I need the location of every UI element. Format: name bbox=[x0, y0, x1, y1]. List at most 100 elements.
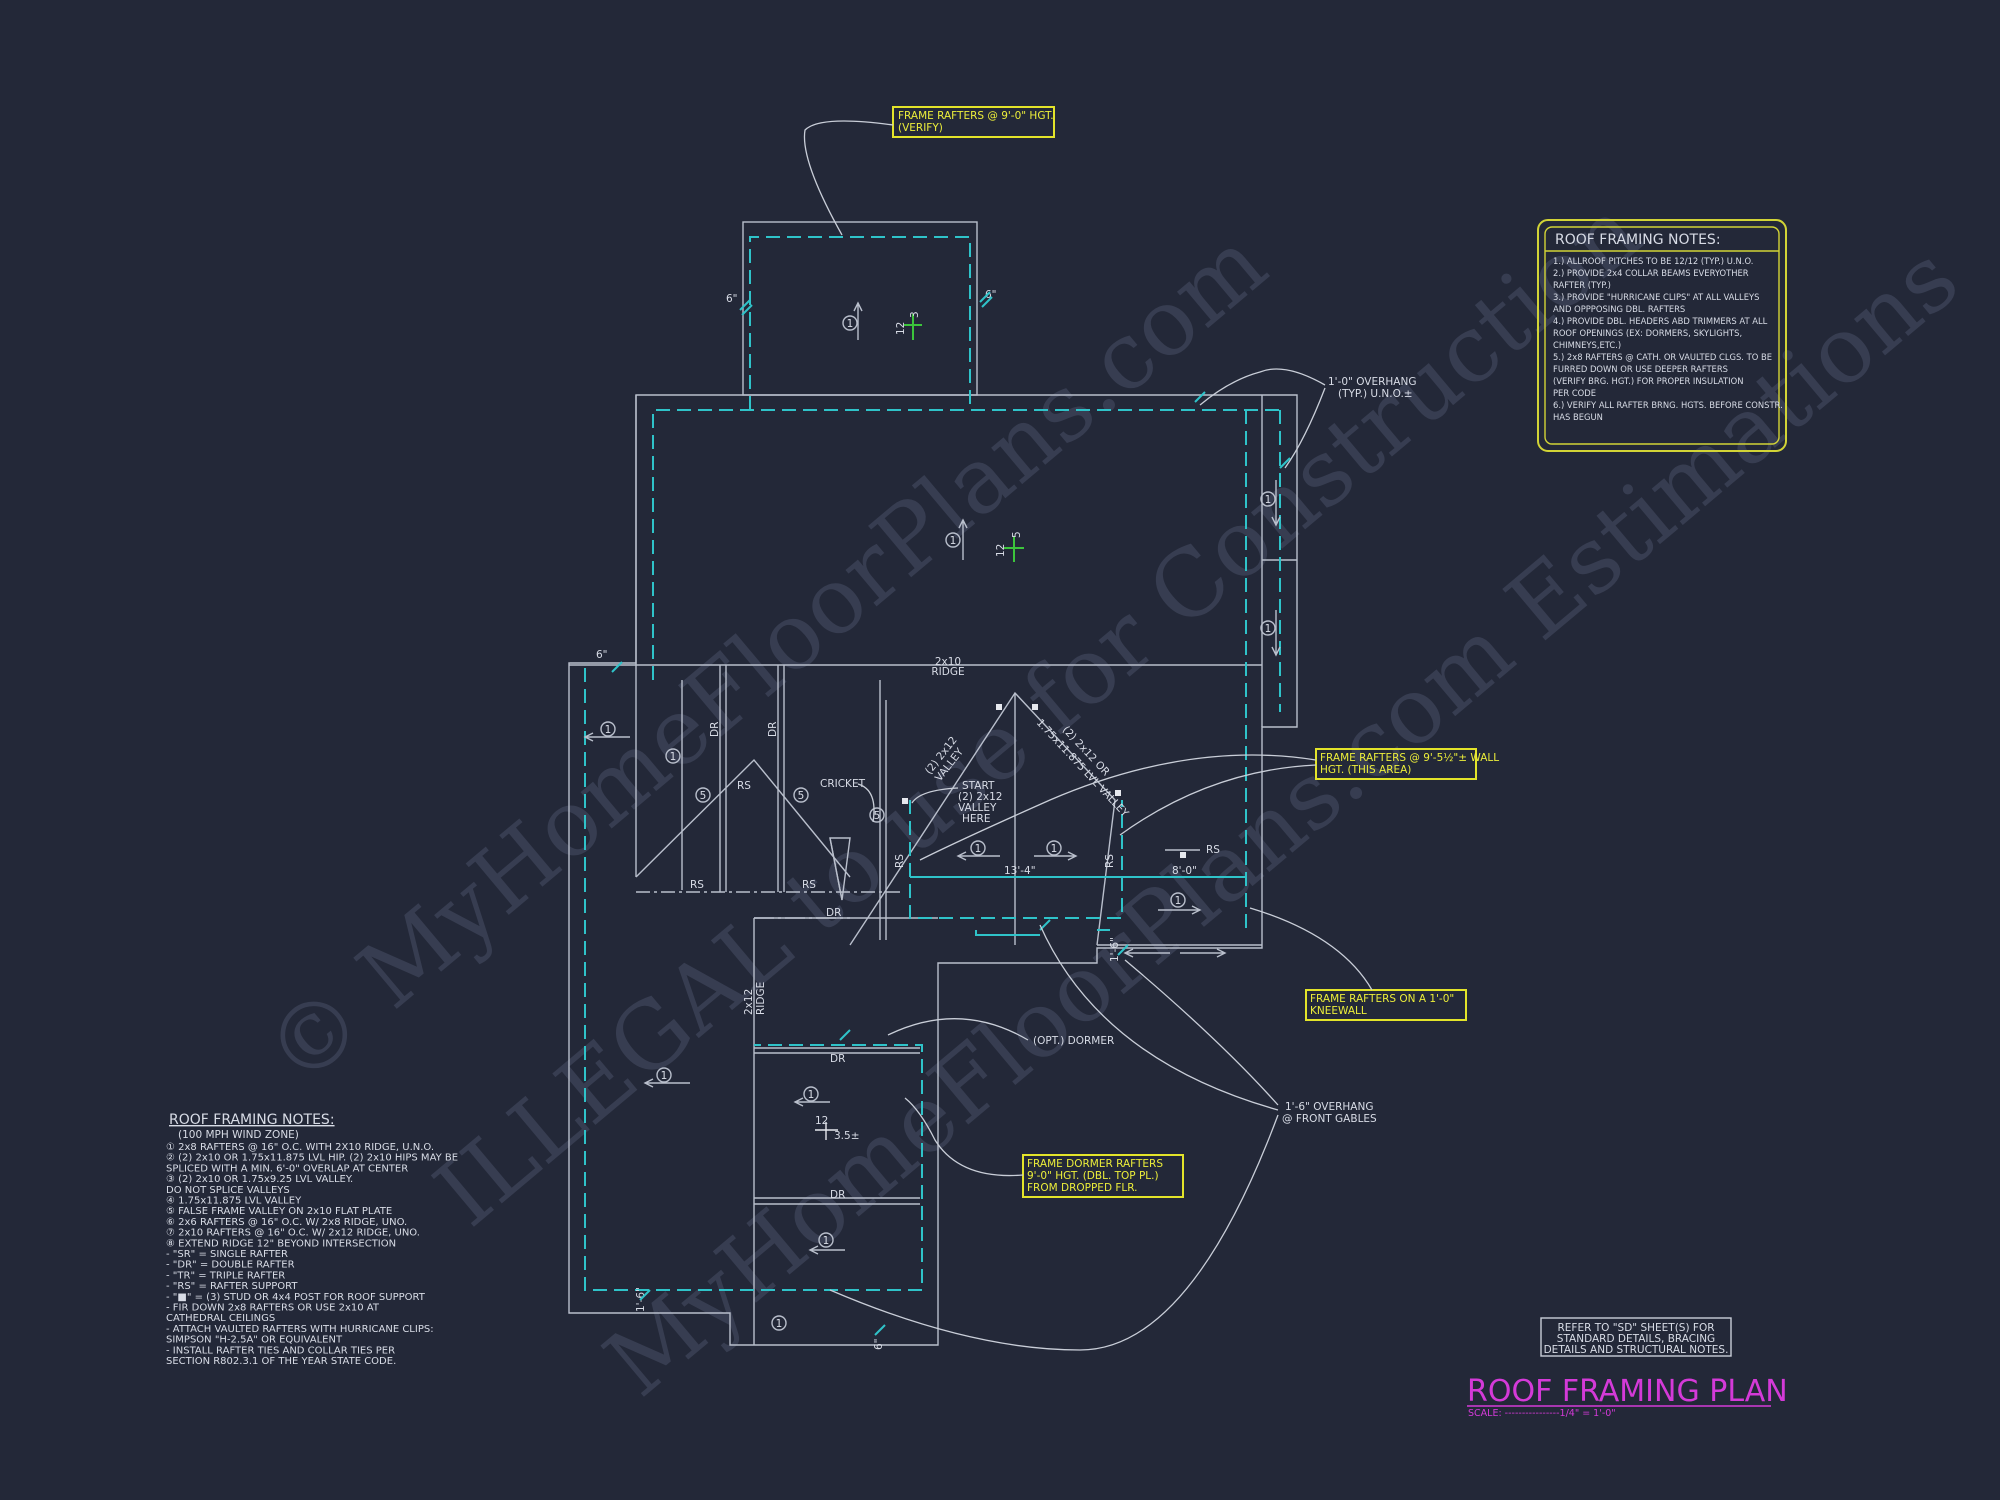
notes-right-lines: 1.) ALLROOF PITCHES TO BE 12/12 (TYP.) U… bbox=[1553, 256, 1783, 422]
overhang-typ-label: (TYP.) U.N.O.± bbox=[1338, 388, 1413, 400]
note-line: ⑤ FALSE FRAME VALLEY ON 2x10 FLAT PLATE bbox=[166, 1206, 392, 1217]
svg-text:1: 1 bbox=[1175, 895, 1182, 907]
tag-1: 1 bbox=[1260, 491, 1276, 507]
overhang-typ-leader bbox=[1284, 387, 1326, 469]
valley-hips bbox=[849, 691, 1116, 946]
note-line: 6.) VERIFY ALL RAFTER BRNG. HGTS. BEFORE… bbox=[1553, 400, 1783, 410]
note-line: - INSTALL RAFTER TIES AND COLLAR TIES PE… bbox=[166, 1345, 395, 1356]
dr-label: DR bbox=[826, 907, 841, 919]
note-line: 2.) PROVIDE 2x4 COLLAR BEAMS EVERYOTHER bbox=[1553, 268, 1749, 278]
notes-right-title: ROOF FRAMING NOTES: bbox=[1555, 232, 1721, 248]
svg-text:1: 1 bbox=[1051, 843, 1058, 855]
lower-ridge-label: RIDGE bbox=[755, 982, 767, 1015]
tag-5: 5 bbox=[695, 787, 711, 803]
sheet-scale-text: SCALE: ----------------1/4" = 1'-0" bbox=[1468, 1408, 1616, 1419]
cricket-hip bbox=[635, 758, 851, 878]
overhang-front-label: @ FRONT GABLES bbox=[1282, 1113, 1377, 1125]
dormer-pitch-rise: 3.5± bbox=[834, 1130, 860, 1142]
callout-text: FRAME RAFTERS @ 9'-0" HGT. bbox=[898, 110, 1054, 122]
tag-1: 1 bbox=[842, 315, 858, 331]
arrow-icon bbox=[1271, 610, 1281, 657]
callout-text: FRAME RAFTERS @ 9'-5½"± WALL bbox=[1320, 752, 1499, 764]
notes-right-box: ROOF FRAMING NOTES: 1.) ALLROOF PITCHES … bbox=[1537, 219, 1787, 452]
note-line: 5.) 2x8 RAFTERS @ CATH. OR VAULTED CLGS.… bbox=[1553, 352, 1772, 362]
start-valley-label: START bbox=[962, 780, 995, 792]
arrow-icon bbox=[956, 851, 1000, 861]
overhang-front-label: 1'-6" OVERHANG bbox=[1285, 1101, 1373, 1113]
note-line: RAFTER (TYP.) bbox=[1553, 280, 1611, 290]
note-line: - ATTACH VAULTED RAFTERS WITH HURRICANE … bbox=[166, 1324, 434, 1335]
svg-text:5: 5 bbox=[798, 790, 805, 802]
overhang-bottom bbox=[584, 668, 923, 1291]
note-line: CATHEDRAL CEILINGS bbox=[166, 1313, 275, 1324]
refer-text: DETAILS AND STRUCTURAL NOTES. bbox=[1544, 1344, 1729, 1356]
start-valley-label: (2) 2x12 bbox=[958, 791, 1002, 803]
overhang-typ-leader bbox=[1199, 368, 1326, 406]
dormer-pitch-symbol bbox=[815, 1122, 838, 1140]
svg-text:1: 1 bbox=[1265, 494, 1272, 506]
lower-ridge-label: 2x12 bbox=[743, 989, 755, 1015]
notes-left: ROOF FRAMING NOTES: (100 MPH WIND ZONE) … bbox=[166, 1112, 458, 1367]
ridge-label: RIDGE bbox=[931, 666, 964, 678]
note-line: - "DR" = DOUBLE RAFTER bbox=[166, 1260, 295, 1271]
notes-left-lines: ① 2x8 RAFTERS @ 16" O.C. WITH 2X10 RIDGE… bbox=[166, 1142, 458, 1367]
arrow-icon bbox=[583, 732, 630, 742]
note-line: CHIMNEYS,ETC.) bbox=[1553, 340, 1621, 350]
callout-kneewall: FRAME RAFTERS ON A 1'-0" KNEEWALL bbox=[1249, 907, 1467, 1021]
post-marker bbox=[1180, 852, 1186, 858]
cricket-fold bbox=[829, 837, 843, 901]
svg-text:1: 1 bbox=[975, 843, 982, 855]
tag-5: 5 bbox=[793, 787, 809, 803]
tag-1: 1 bbox=[1170, 892, 1186, 908]
overhang-front bbox=[749, 236, 971, 410]
pitch-symbols: 12 3 12 5 12 3.5± bbox=[815, 311, 1024, 1142]
main-outline bbox=[568, 394, 1298, 1346]
dimension-label: 13'-4" bbox=[1004, 865, 1036, 877]
overhang-callouts: 1'-0" OVERHANG (TYP.) U.N.O.± 1'-6" OVER… bbox=[829, 368, 1416, 1351]
callout-text: FRAME DORMER RAFTERS bbox=[1027, 1158, 1163, 1170]
overhang-6in-label: 6" bbox=[596, 649, 608, 661]
note-line: ① 2x8 RAFTERS @ 16" O.C. WITH 2X10 RIDGE… bbox=[166, 1142, 434, 1153]
rs-label: RS bbox=[737, 780, 751, 792]
tag-1: 1 bbox=[1260, 620, 1276, 636]
note-line: ④ 1.75x11.875 LVL VALLEY bbox=[166, 1196, 302, 1207]
tag-1: 1 bbox=[803, 1086, 819, 1102]
svg-text:1: 1 bbox=[823, 1235, 830, 1247]
post-marker bbox=[1032, 704, 1038, 710]
overhang-front-leader bbox=[1039, 924, 1279, 1111]
dr-label: DR bbox=[830, 1053, 845, 1065]
svg-text:1: 1 bbox=[776, 1318, 783, 1330]
note-line: SECTION R802.3.1 OF THE YEAR STATE CODE. bbox=[166, 1356, 396, 1367]
note-line: AND OPPPOSING DBL. RAFTERS bbox=[1553, 304, 1685, 314]
start-valley-label: VALLEY bbox=[958, 802, 997, 814]
svg-text:1: 1 bbox=[808, 1089, 815, 1101]
svg-text:5: 5 bbox=[874, 810, 881, 822]
opt-dormer-leader bbox=[887, 1018, 1029, 1041]
note-line: - "TR" = TRIPLE RAFTER bbox=[166, 1270, 285, 1281]
note-line: ② (2) 2x10 OR 1.75x11.875 LVL HIP. (2) 2… bbox=[166, 1153, 458, 1164]
arrow-icon bbox=[643, 1078, 690, 1088]
overhang-valley-area bbox=[909, 800, 1123, 919]
refer-box: REFER TO "SD" SHEET(S) FOR STANDARD DETA… bbox=[1540, 1317, 1732, 1357]
note-line: ROOF OPENINGS (EX: DORMERS, SKYLIGHTS, bbox=[1553, 328, 1742, 338]
notes-left-subtitle: (100 MPH WIND ZONE) bbox=[178, 1129, 299, 1141]
note-line: SIMPSON "H-2.5A" OR EQUIVALENT bbox=[166, 1335, 343, 1346]
tag-1: 1 bbox=[656, 1067, 672, 1083]
callout-rafters-top: FRAME RAFTERS @ 9'-0" HGT. (VERIFY) bbox=[803, 106, 1055, 236]
overhang-typ-label: 1'-0" OVERHANG bbox=[1328, 376, 1416, 388]
callout-text: FROM DROPPED FLR. bbox=[1027, 1182, 1138, 1194]
callout-text: (VERIFY) bbox=[898, 122, 943, 134]
note-line: 4.) PROVIDE DBL. HEADERS ABD TRIMMERS AT… bbox=[1553, 316, 1768, 326]
tag-1: 1 bbox=[1046, 840, 1062, 856]
arrow-icon bbox=[1034, 851, 1078, 861]
refer-text: REFER TO "SD" SHEET(S) FOR bbox=[1557, 1322, 1714, 1334]
overhang-label: 6" bbox=[873, 1338, 885, 1350]
callout-dormer: FRAME DORMER RAFTERS 9'-0" HGT. (DBL. TO… bbox=[904, 1097, 1184, 1198]
note-line: - "SR" = SINGLE RAFTER bbox=[166, 1249, 288, 1260]
tag-1: 1 bbox=[970, 840, 986, 856]
callout-wall-area: FRAME RAFTERS @ 9'-5½"± WALL HGT. (THIS … bbox=[919, 748, 1499, 861]
note-line: - FIR DOWN 2x8 RAFTERS OR USE 2x10 AT bbox=[166, 1303, 380, 1314]
tag-1: 1 bbox=[600, 721, 616, 737]
arrow-icon bbox=[1123, 948, 1227, 958]
